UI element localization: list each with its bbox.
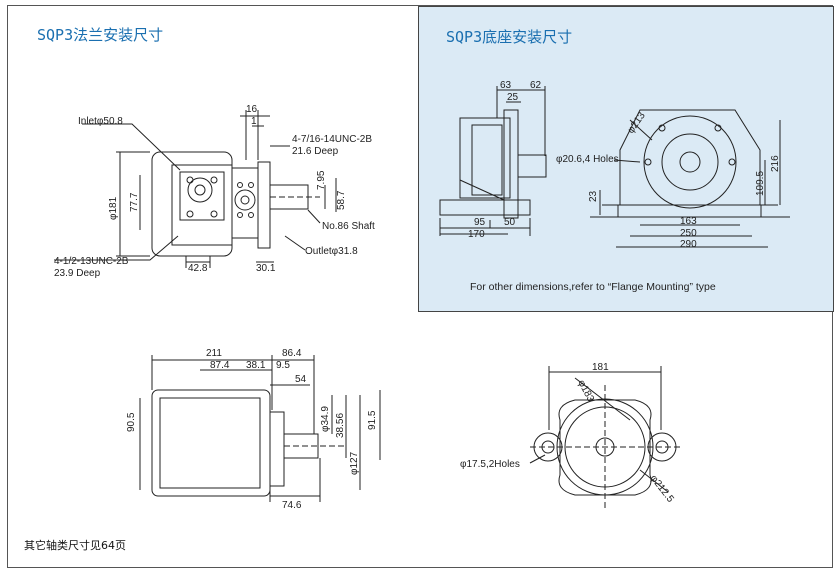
base-front-view [590, 109, 790, 248]
dim-109-5: 109.5 [755, 171, 766, 196]
thread-top-label: 4-7/16-14UNC-2B [292, 134, 372, 145]
dim-1: 1 [251, 116, 257, 127]
dim-phi34-9: φ34.9 [320, 406, 331, 432]
dim-62: 62 [530, 80, 542, 91]
dim-25: 25 [507, 92, 519, 103]
dim-290: 290 [680, 239, 697, 250]
dim-91-5: 91.5 [367, 410, 378, 430]
flange-front-view [54, 110, 337, 268]
dim-170: 170 [468, 229, 485, 240]
depth-top-label: 21.6 Deep [292, 146, 339, 157]
dim-phi183: φ183 [575, 378, 596, 404]
holes-label-base: φ20.6,4 Holes [556, 154, 619, 165]
depth-bottom-label: 23.9 Deep [54, 268, 101, 279]
thread-bottom-label: 4-1/2-13UNC-2B [54, 256, 129, 267]
shaft-label: No.86 Shaft [322, 221, 375, 232]
dim-9-5: 9.5 [276, 360, 290, 371]
dim-216: 216 [770, 155, 781, 172]
dim-23: 23 [588, 190, 599, 202]
dim-95: 95 [474, 217, 486, 228]
dim-250: 250 [680, 228, 697, 239]
outlet-label: Outletφ31.8 [305, 246, 358, 257]
dim-211: 211 [206, 348, 222, 359]
dim-7-95: 7.95 [316, 170, 327, 190]
flange-mount-title: SQP3法兰安装尺寸 [37, 26, 164, 44]
dim-phi213: φ213 [625, 110, 648, 136]
dim-16: 16 [246, 104, 258, 115]
inlet-label: Inletφ50.8 [78, 116, 123, 127]
dim-63: 63 [500, 80, 512, 91]
holes-label-front: φ17.5,2Holes [460, 459, 520, 470]
dim-phi212-5: φ212.5 [648, 473, 676, 505]
dim-163: 163 [680, 216, 697, 227]
base-mount-panel [418, 6, 834, 312]
dim-phi127: φ127 [349, 451, 360, 475]
dim-77-7: 77.7 [129, 192, 140, 212]
dim-50: 50 [504, 217, 516, 228]
dim-30-1: 30.1 [256, 263, 276, 274]
base-note: For other dimensions,refer to “Flange Mo… [470, 281, 716, 293]
dim-90-5: 90.5 [126, 412, 137, 432]
base-mount-title: SQP3底座安装尺寸 [446, 28, 573, 46]
base-side-view [439, 86, 601, 236]
dim-58-7: 58.7 [336, 190, 347, 210]
dim-86-4: 86.4 [282, 348, 302, 359]
dim-42-8: 42.8 [188, 263, 208, 274]
dim-38-1: 38.1 [246, 360, 266, 371]
dim-87-4: 87.4 [210, 360, 230, 371]
dim-phi181: φ181 [108, 196, 119, 220]
pump-side-view [139, 355, 381, 502]
dim-74-6: 74.6 [282, 500, 302, 511]
dim-181-front: 181 [592, 362, 609, 373]
dim-38-56: 38.56 [335, 413, 346, 438]
pump-front-view [529, 366, 680, 510]
dim-54: 54 [295, 374, 307, 385]
footnote: 其它轴类尺寸见64页 [24, 539, 126, 552]
